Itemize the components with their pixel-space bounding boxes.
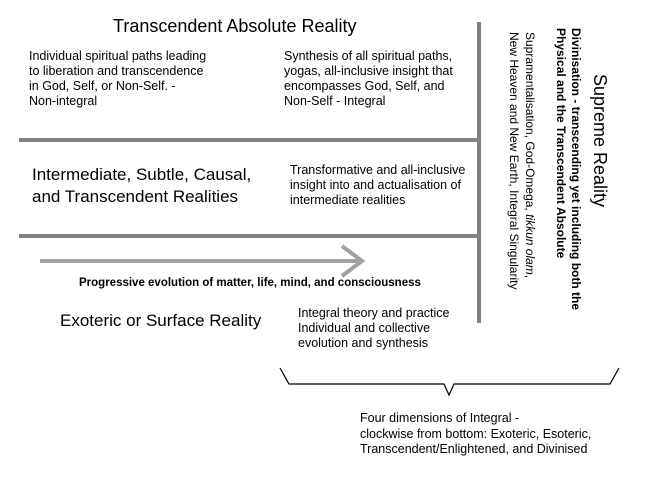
intermediate-title: Intermediate, Subtle, Causal, and Transc… [32, 165, 252, 206]
bottom-brace [279, 367, 620, 397]
integral-theory-text: Integral theory and practice Individual … [298, 306, 450, 350]
supramental-text: Supramentalisation, God-Omega, tikkun ol… [507, 32, 537, 290]
integral-dimensions-caption: Four dimensions of Integral - clockwise … [360, 411, 592, 456]
transformative-text: Transformative and all-inclusive insight… [290, 163, 466, 207]
evolution-label: Progressive evolution of matter, life, m… [79, 277, 421, 289]
synthesis-text: Synthesis of all spiritual paths, yogas,… [284, 49, 453, 108]
divinisation-text: Divinisation - transcending yet includin… [554, 28, 583, 311]
exoteric-title: Exoteric or Surface Reality [60, 311, 262, 330]
transcendent-title: Transcendent Absolute Reality [113, 16, 357, 36]
evolution-arrow [40, 244, 366, 278]
supreme-reality-title: Supreme Reality [590, 74, 610, 208]
individual-paths-text: Individual spiritual paths leading to li… [29, 49, 207, 108]
